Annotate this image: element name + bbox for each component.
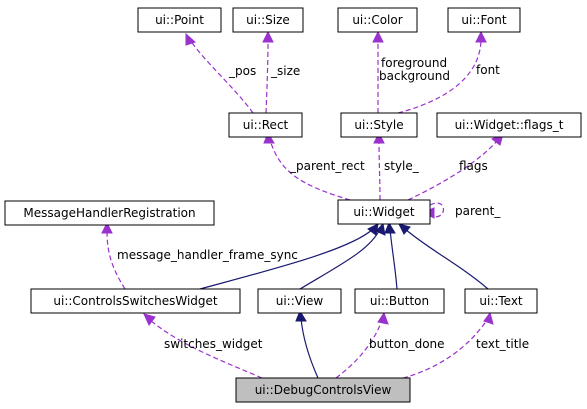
edge-inherit-controls-switches-arrowhead <box>367 223 379 236</box>
node-message-handler-registration[interactable]: MessageHandlerRegistration <box>4 200 215 226</box>
edge-inherit-controls-switches <box>199 228 374 290</box>
edge-inherit-debug-view <box>300 317 319 379</box>
edge-pos-arrowhead <box>185 32 196 46</box>
edge-parent-loop <box>429 202 444 218</box>
edge-message-handler <box>106 229 126 290</box>
edge-switches-widget <box>149 319 263 379</box>
edge-label-button-done: button_done <box>369 337 445 351</box>
edge-label-style: style_ <box>384 159 420 173</box>
edge-label-size: _size <box>270 64 300 78</box>
edge-button-done <box>335 319 383 379</box>
edge-label-parent: parent_ <box>455 204 501 218</box>
edge-label-background: background <box>379 69 450 83</box>
edge-inherit-text <box>404 228 489 290</box>
node-color[interactable]: ui::Color <box>337 7 418 33</box>
edge-flags <box>407 139 499 201</box>
node-rect-label: ui::Rect <box>243 118 289 132</box>
edge-inherit-text-arrowhead <box>398 223 411 235</box>
node-text[interactable]: ui::Text <box>464 288 538 314</box>
edge-size-arrowhead <box>262 30 274 43</box>
edge-label-pos: _pos <box>228 64 256 78</box>
edge-inherit-button <box>389 228 398 290</box>
edge-size <box>265 39 269 114</box>
node-flags-t-label: ui::Widget::flags_t <box>455 118 564 132</box>
node-font[interactable]: ui::Font <box>447 7 521 33</box>
edge-parent-rect-arrowhead <box>263 131 275 144</box>
node-view[interactable]: ui::View <box>257 288 342 314</box>
edge-inherit-view-arrowhead <box>375 222 386 236</box>
edge-label-text-title: text_title <box>476 337 529 351</box>
edge-switches-widget-arrowhead <box>143 313 156 326</box>
edge-text-title-arrowhead <box>483 311 494 325</box>
edge-label-foreground: foreground <box>381 56 447 70</box>
node-style[interactable]: ui::Style <box>340 112 418 138</box>
edge-style <box>378 139 381 201</box>
node-size-label: ui::Size <box>246 13 290 27</box>
edge-label-font: font <box>476 63 500 77</box>
edge-inherit-view <box>299 228 381 290</box>
node-point-label: ui::Point <box>155 13 204 27</box>
edge-button-done-arrowhead <box>377 311 389 325</box>
edge-parent-rect <box>269 139 351 201</box>
edge-font-arrowhead <box>475 30 487 43</box>
node-size[interactable]: ui::Size <box>232 7 304 33</box>
edge-message-handler-arrowhead <box>101 221 113 234</box>
edge-inherit-debug-view-arrowhead <box>295 309 307 322</box>
edge-label-parent-rect: _parent_rect <box>289 159 365 173</box>
edge-inherit-button-arrowhead <box>384 221 396 234</box>
node-message-handler-registration-label: MessageHandlerRegistration <box>23 206 195 220</box>
edge-style-arrowhead <box>373 131 385 144</box>
edge-label-flags: flags <box>459 159 488 173</box>
node-font-label: ui::Font <box>461 13 506 27</box>
node-point[interactable]: ui::Point <box>137 7 222 33</box>
node-debug-controls-view-label: ui::DebugControlsView <box>255 383 392 397</box>
edge-label-message-handler: message_handler_frame_sync <box>117 248 298 262</box>
node-controls-switches-widget-label: ui::ControlsSwitchesWidget <box>53 294 218 308</box>
node-view-label: ui::View <box>276 294 324 308</box>
node-controls-switches-widget[interactable]: ui::ControlsSwitchesWidget <box>30 288 241 314</box>
edge-color-arrowhead <box>372 30 384 43</box>
edge-font <box>397 39 482 114</box>
node-color-label: ui::Color <box>352 13 402 27</box>
node-rect[interactable]: ui::Rect <box>228 112 303 138</box>
node-button-label: ui::Button <box>370 294 429 308</box>
node-widget[interactable]: ui::Widget <box>337 199 431 225</box>
node-widget-label: ui::Widget <box>353 205 415 219</box>
node-debug-controls-view[interactable]: ui::DebugControlsView <box>235 377 411 403</box>
node-flags-t[interactable]: ui::Widget::flags_t <box>436 112 582 138</box>
node-button[interactable]: ui::Button <box>354 288 445 314</box>
node-style-label: ui::Style <box>354 118 403 132</box>
node-text-label: ui::Text <box>479 294 523 308</box>
edge-pos <box>189 39 254 114</box>
edge-label-switches-widget: switches_widget <box>164 337 263 351</box>
